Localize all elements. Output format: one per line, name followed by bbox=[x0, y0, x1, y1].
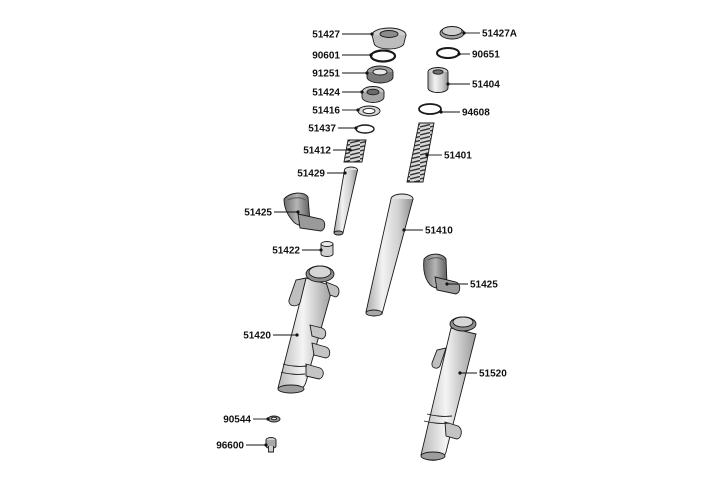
callout-51424: 51424 bbox=[312, 88, 340, 99]
part-cap-51427A bbox=[439, 26, 465, 40]
part-fork-guard-51425-right bbox=[423, 253, 461, 295]
callout-91251: 91251 bbox=[312, 69, 340, 80]
callout-51437: 51437 bbox=[308, 124, 336, 135]
callout-51427: 51427 bbox=[312, 30, 340, 41]
callout-labels: 51427 90601 91251 51424 51416 51437 5141… bbox=[216, 29, 517, 452]
callout-51420: 51420 bbox=[243, 331, 271, 342]
callout-51429: 51429 bbox=[297, 169, 325, 180]
part-oring-90651 bbox=[436, 47, 460, 59]
callout-90601: 90601 bbox=[312, 51, 340, 62]
part-seal-cap-51427 bbox=[371, 27, 407, 50]
callout-51520: 51520 bbox=[479, 369, 507, 380]
callout-51404: 51404 bbox=[472, 80, 500, 91]
part-spring-51412 bbox=[343, 139, 367, 163]
callout-51425-left: 51425 bbox=[244, 208, 272, 219]
leader-lines bbox=[246, 31, 480, 447]
part-damper-rod-51429 bbox=[333, 166, 358, 236]
part-inner-tube-51410 bbox=[365, 193, 414, 317]
part-spacer-51404 bbox=[427, 67, 449, 93]
part-oring-90601 bbox=[369, 49, 397, 63]
callout-51410: 51410 bbox=[425, 226, 453, 237]
part-oil-seal-91251 bbox=[366, 65, 394, 84]
part-bushing-51424 bbox=[361, 86, 385, 103]
callout-51412: 51412 bbox=[303, 146, 331, 157]
part-ring-51437 bbox=[355, 124, 375, 134]
callout-90651: 90651 bbox=[472, 50, 500, 61]
part-bolt-96600 bbox=[265, 437, 277, 453]
callout-94608: 94608 bbox=[462, 108, 490, 119]
part-bush-51422 bbox=[320, 241, 334, 257]
callout-51416: 51416 bbox=[312, 106, 340, 117]
callout-51401: 51401 bbox=[444, 151, 472, 162]
callout-96600: 96600 bbox=[216, 441, 244, 452]
part-washer-90544 bbox=[267, 415, 281, 423]
callout-51425-right: 51425 bbox=[470, 280, 498, 291]
part-fork-leg-51520 bbox=[420, 316, 477, 461]
callout-51427A: 51427A bbox=[482, 29, 517, 40]
part-washer-51416 bbox=[357, 105, 381, 117]
callout-90544: 90544 bbox=[223, 415, 251, 426]
part-ring-94608 bbox=[418, 103, 442, 115]
part-fork-guard-51425-left bbox=[283, 192, 326, 232]
part-spring-51401 bbox=[406, 122, 435, 183]
callout-51422: 51422 bbox=[272, 246, 300, 257]
part-fork-leg-51420 bbox=[277, 265, 340, 394]
